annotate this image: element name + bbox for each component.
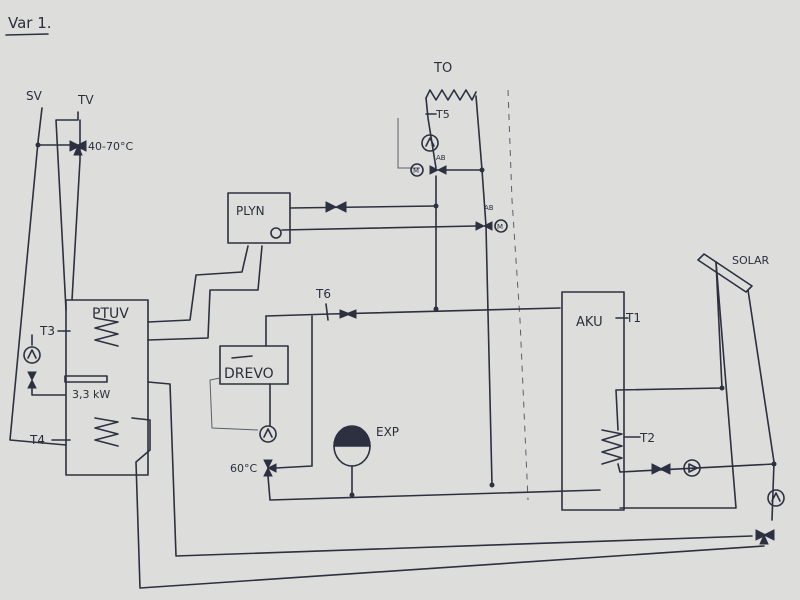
junction bbox=[433, 203, 439, 209]
title-underline bbox=[5, 33, 49, 36]
to-pump-arrow bbox=[425, 137, 435, 147]
solar-pump-icon bbox=[683, 459, 701, 477]
solar-supply-pipe bbox=[615, 261, 723, 431]
circ-pipe bbox=[31, 334, 66, 396]
drevo-bypass bbox=[275, 315, 313, 469]
solar-lower-pump-icon bbox=[767, 489, 785, 507]
junction bbox=[719, 385, 725, 391]
sensor-t4: T4 bbox=[29, 433, 45, 447]
junction bbox=[479, 167, 485, 173]
mix-temp-label: 40-70°C bbox=[88, 140, 133, 153]
drevo-pump-icon bbox=[259, 425, 277, 443]
sensor-t6: T6 bbox=[315, 287, 331, 301]
solar-lower-pump-arrow bbox=[771, 492, 781, 502]
solar-left-drop bbox=[619, 261, 737, 509]
solar-check-valve-2 bbox=[658, 463, 671, 475]
junction bbox=[35, 142, 41, 148]
motor-icon bbox=[410, 163, 424, 177]
to-label: TO bbox=[433, 61, 452, 76]
plyn-ptuv-return bbox=[147, 245, 263, 341]
ab-mid-label: AB bbox=[484, 204, 494, 212]
to-pump-icon bbox=[421, 134, 439, 152]
ptuv-lower-loop-1 bbox=[147, 381, 753, 557]
t6-supply-pipe bbox=[265, 307, 561, 317]
plyn-check-valve bbox=[325, 201, 338, 213]
t6-tick bbox=[325, 303, 329, 321]
drevo-valve-top bbox=[263, 459, 273, 470]
solar-panel-icon bbox=[697, 253, 753, 293]
drevo-control-line bbox=[209, 377, 259, 431]
tv-label: TV bbox=[77, 93, 94, 107]
plyn-check-valve-2 bbox=[334, 201, 347, 213]
lower-check-valve bbox=[755, 529, 768, 541]
sensor-t5: T5 bbox=[435, 108, 450, 121]
mid-valve-b bbox=[482, 221, 493, 231]
drevo-boiler bbox=[219, 345, 289, 385]
sensor-t1: T1 bbox=[625, 311, 641, 325]
pump-arrow bbox=[27, 349, 37, 359]
heater-label: 3,3 kW bbox=[72, 388, 110, 401]
to-left-pipe bbox=[425, 97, 437, 169]
sensor-t3: T3 bbox=[39, 324, 55, 338]
ptuv-tank bbox=[65, 299, 149, 476]
solar-label: SOLAR bbox=[732, 254, 770, 267]
to-mix-valve-a bbox=[429, 165, 440, 175]
mix-valve-right bbox=[74, 140, 87, 152]
ptuv-label: PTUV bbox=[92, 306, 129, 322]
circulation-pump-icon bbox=[23, 346, 41, 364]
mix-valve-bottom bbox=[73, 144, 83, 156]
plyn-pump-icon bbox=[270, 227, 282, 239]
motor-icon-2 bbox=[494, 219, 508, 233]
junction bbox=[349, 492, 355, 498]
sv-pipe bbox=[9, 107, 67, 446]
electric-heater bbox=[64, 375, 108, 383]
ptuv-lower-loop-2 bbox=[131, 417, 765, 589]
ab-top-label: AB bbox=[436, 154, 446, 162]
t6-check-valve-2 bbox=[344, 309, 357, 319]
lower-check-valve-2 bbox=[762, 529, 775, 541]
mid-valve-a bbox=[475, 221, 486, 231]
tv-return bbox=[71, 119, 81, 301]
to-right-pipe bbox=[475, 95, 493, 486]
solar-return-pipe bbox=[617, 463, 775, 473]
junction bbox=[489, 482, 495, 488]
to-control-line bbox=[397, 118, 420, 169]
sensor-t2: T2 bbox=[639, 431, 655, 445]
plyn-supply-pipe bbox=[289, 205, 437, 209]
aku-tank bbox=[561, 291, 625, 511]
tv-pipe bbox=[55, 111, 79, 311]
separator-line bbox=[507, 89, 529, 501]
plyn-label: PLYN bbox=[236, 204, 265, 218]
solar-pump-arrow bbox=[688, 463, 698, 473]
aku-coil bbox=[601, 429, 623, 465]
exp-label: EXP bbox=[376, 425, 399, 439]
plyn-boiler bbox=[227, 192, 291, 244]
radiator-icon bbox=[425, 89, 477, 101]
drevo-return bbox=[267, 475, 601, 501]
aku-label: AKU bbox=[576, 315, 603, 330]
ptuv-upper-coil bbox=[94, 317, 119, 347]
solar-check-valve bbox=[651, 463, 664, 475]
motor-letter-2: M bbox=[497, 223, 503, 231]
drevo-mark bbox=[231, 355, 253, 359]
sv-label: SV bbox=[26, 89, 43, 103]
sheet-title: Var 1. bbox=[8, 14, 52, 32]
valve-temp-label: 60°C bbox=[230, 462, 257, 475]
drevo-label: DREVO bbox=[224, 366, 274, 382]
junction bbox=[433, 306, 439, 312]
drevo-pump-arrow bbox=[263, 428, 273, 438]
plyn-ptuv-supply bbox=[147, 245, 249, 323]
exp-fill bbox=[334, 426, 370, 446]
lower-check-valve-3 bbox=[759, 533, 769, 545]
motor-letter: M bbox=[413, 167, 419, 175]
plyn-return-pipe bbox=[281, 225, 477, 231]
ptuv-lower-coil bbox=[94, 417, 119, 447]
check-valve bbox=[27, 371, 37, 382]
